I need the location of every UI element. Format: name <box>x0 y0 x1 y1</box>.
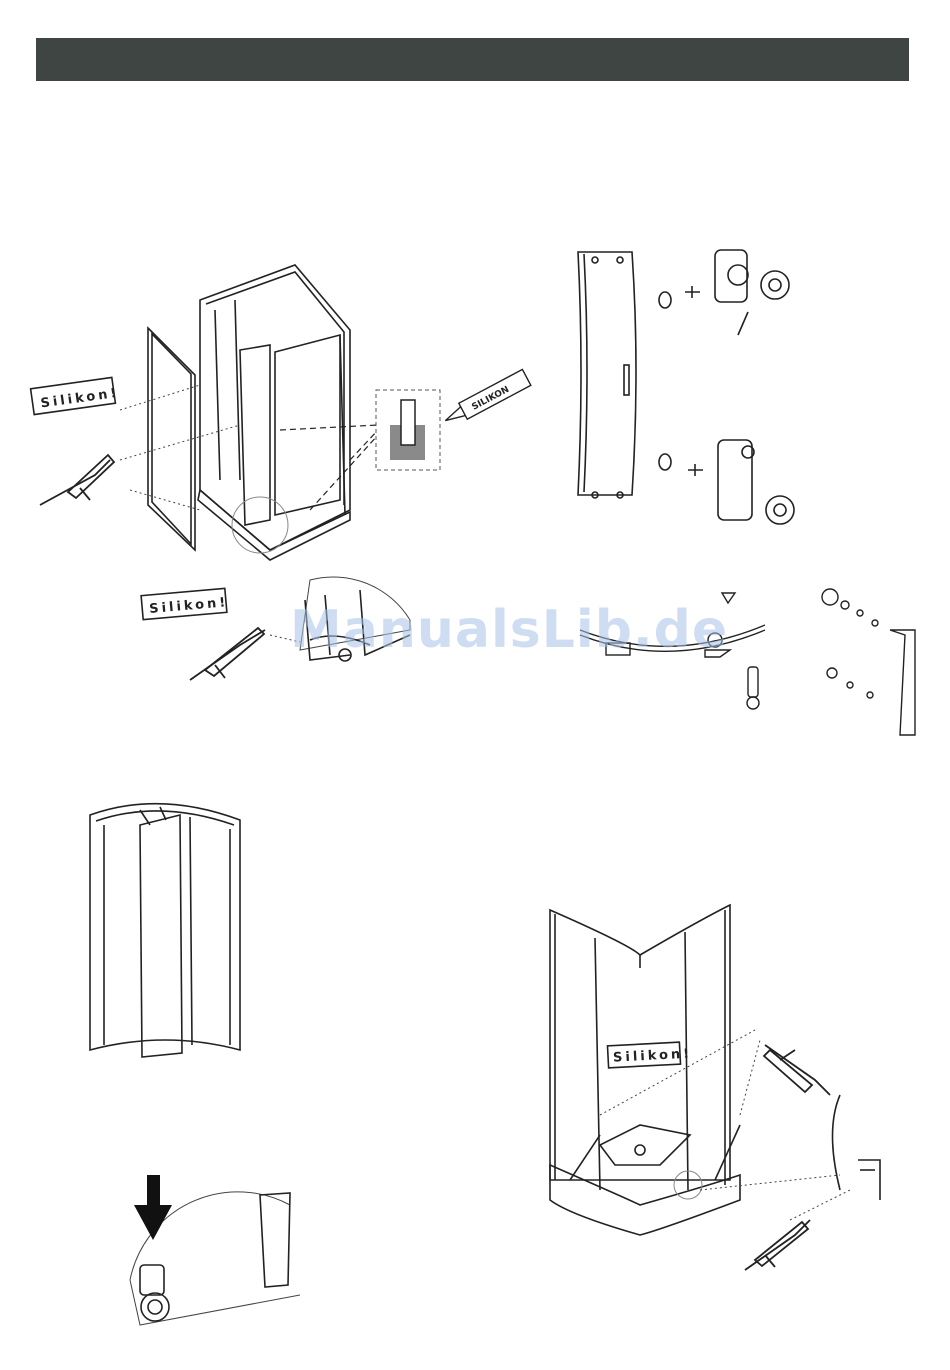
figure-assembled-cabin: Silikon! <box>540 900 900 1245</box>
figure-roller-press <box>100 1165 310 1335</box>
down-arrow-icon <box>134 1175 172 1240</box>
figure-cabin-side-panel: Silikon! SILIKON <box>20 250 580 580</box>
header-bar <box>36 38 909 81</box>
watermark: ManualsLib.de <box>290 600 670 670</box>
figure-corner-panels <box>80 795 250 1060</box>
figure-door-rollers <box>560 240 820 530</box>
